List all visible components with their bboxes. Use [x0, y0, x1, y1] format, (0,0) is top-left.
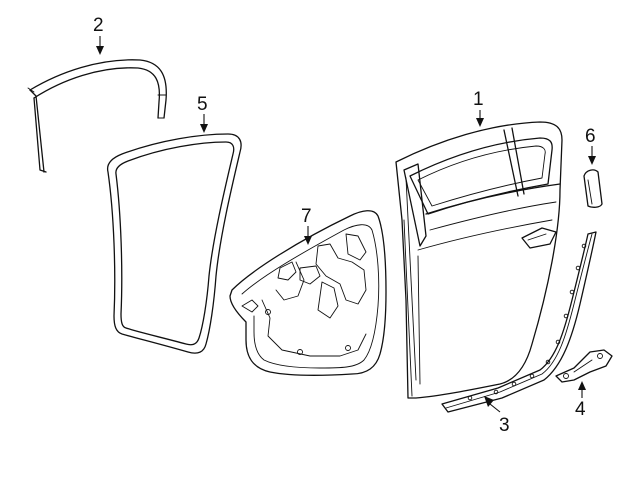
callout-7: 7	[301, 206, 312, 227]
part-7-inner-panel	[229, 210, 387, 376]
part-1-door-shell	[395, 121, 563, 399]
part-4-hinge-bracket	[555, 349, 613, 383]
callout-2: 2	[93, 15, 104, 36]
part-5-door-weatherstrip	[106, 133, 242, 354]
part-2-frame-seal	[27, 59, 167, 173]
part-3-lower-molding	[441, 231, 597, 413]
callout-1: 1	[473, 89, 484, 110]
part-6-corner-trim	[583, 169, 603, 208]
callout-3: 3	[499, 415, 510, 436]
callout-leaders	[96, 36, 596, 413]
callout-labels: 2 5 7 1 6 3 4	[93, 15, 596, 436]
callout-5: 5	[197, 94, 208, 115]
callout-6: 6	[585, 126, 596, 147]
callout-4: 4	[575, 399, 586, 420]
